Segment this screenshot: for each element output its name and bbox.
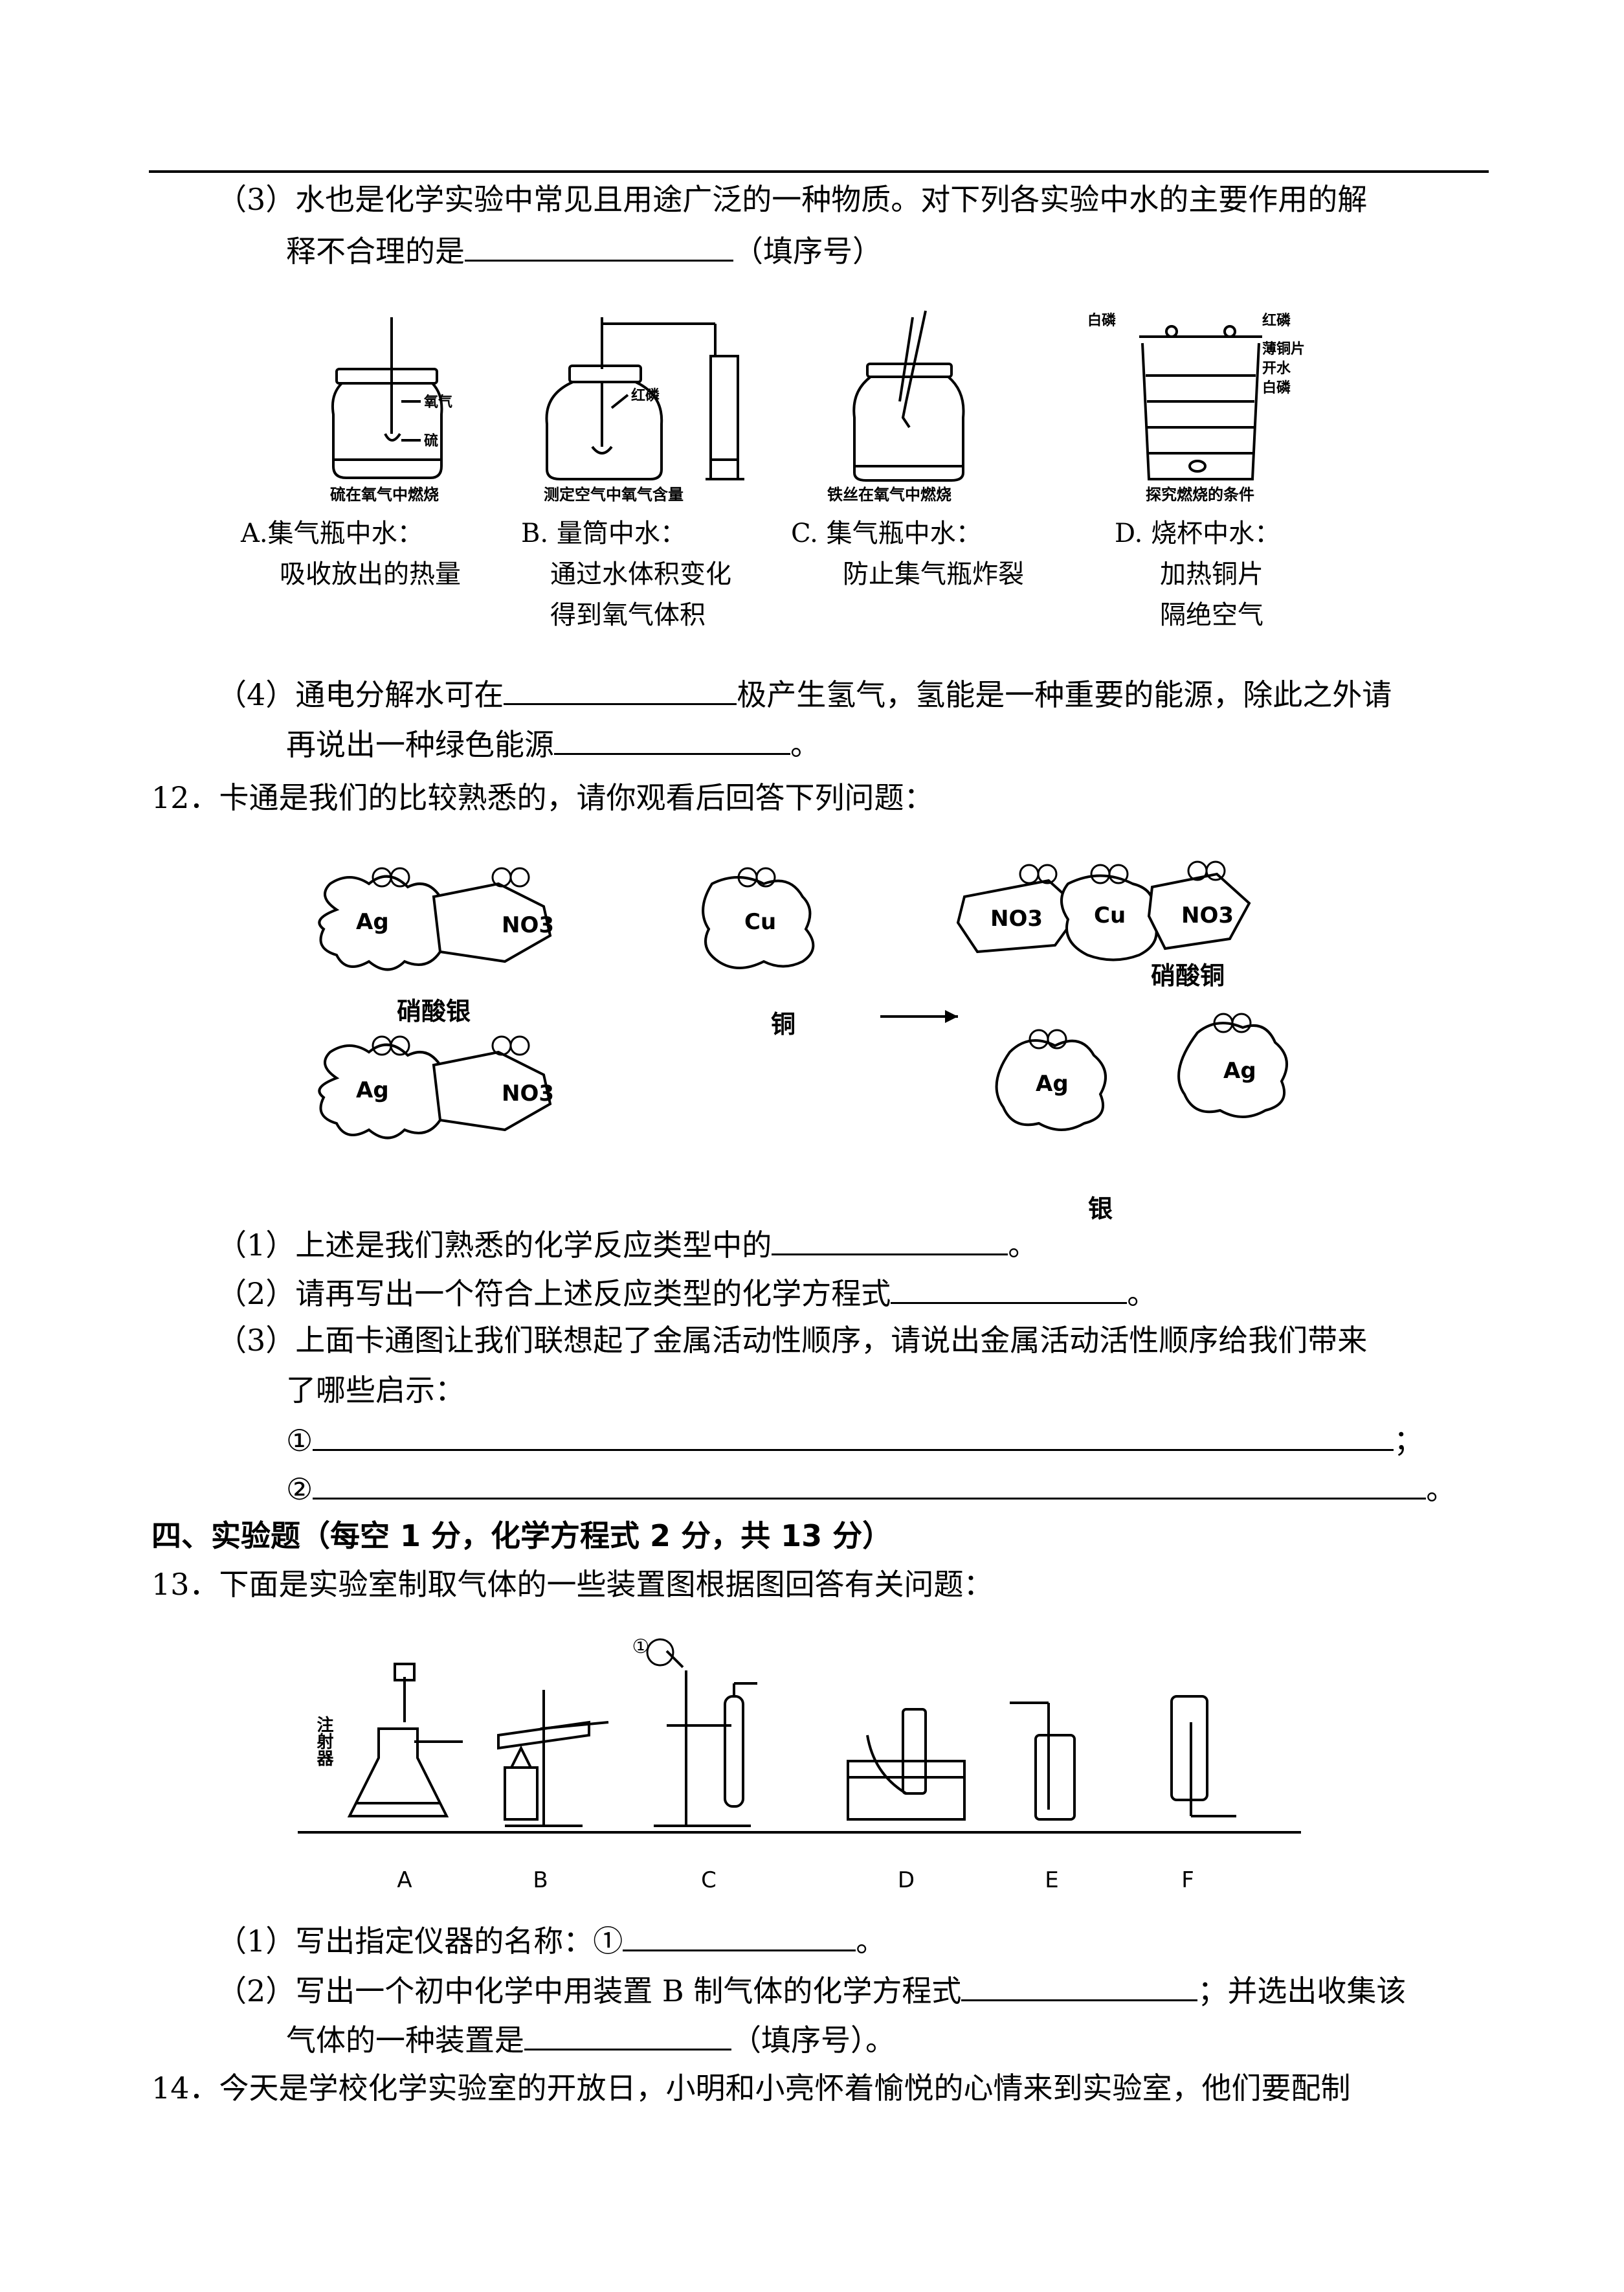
cartoon-ag-3 — [995, 1039, 1107, 1131]
label-cu2: Cu — [1094, 903, 1126, 928]
q13-p1: （1）写出指定仪器的名称：①。 — [217, 1920, 885, 1961]
cartoon-cu — [702, 876, 815, 969]
label-a: A — [397, 1867, 412, 1893]
label-no3-3: NO3 — [990, 906, 1043, 932]
option-d-line1: D. 烧杯中水： — [1115, 519, 1281, 548]
apparatus-e — [1010, 1702, 1076, 1821]
apparatus-b — [497, 1690, 609, 1827]
q14-stem: 14．今天是学校化学实验室的开放日，小明和小亮怀着愉悦的心情来到实验室，他们要配… — [151, 2071, 1351, 2106]
cartoon-no3-right — [1147, 872, 1251, 950]
option-b-line1: B. 量筒中水： — [521, 519, 686, 548]
option-b-line3: 得到氧气体积 — [550, 600, 706, 630]
apparatus-a — [347, 1663, 463, 1817]
figure-d-combustion — [1139, 325, 1262, 480]
q12-p1: （1）上述是我们熟悉的化学反应类型中的。 — [217, 1224, 1038, 1264]
answer-blank[interactable] — [313, 1468, 1427, 1500]
label-no3-4: NO3 — [1181, 903, 1234, 928]
q11-3-line1: （3）水也是化学实验中常见且用途广泛的一种物质。对下列各实验中水的主要作用的解 — [217, 182, 1368, 217]
label-hot-water: 开水 — [1262, 361, 1291, 377]
answer-blank[interactable] — [465, 230, 733, 262]
label-copper-sheet: 薄铜片 — [1262, 341, 1305, 357]
q12-p3-line1: （3）上面卡通图让我们联想起了金属活动性顺序，请说出金属活动活性顺序给我们带来 — [217, 1323, 1368, 1358]
label-f: F — [1181, 1867, 1194, 1893]
q12-p3-item1: ①； — [286, 1419, 1423, 1460]
option-a-line2: 吸收放出的热量 — [280, 559, 461, 589]
label-ag-4: Ag — [1223, 1058, 1256, 1084]
option-c-line2: 防止集气瓶炸裂 — [843, 559, 1024, 589]
label-white-phosphorus: 白磷 — [1087, 312, 1116, 329]
gas-apparatus-figure: ① 注射器 A B C D E F — [298, 1638, 1301, 1893]
label-copper: 铜 — [771, 1010, 795, 1039]
reaction-arrowhead — [945, 1010, 958, 1023]
answer-blank[interactable] — [524, 2019, 731, 2050]
figure-b-oxygen-measure — [545, 317, 744, 480]
caption-b: 测定空气中氧气含量 — [544, 486, 684, 504]
label-silver: 银 — [1088, 1195, 1113, 1223]
label-copper-nitrate: 硝酸铜 — [1151, 961, 1225, 990]
answer-blank[interactable] — [313, 1419, 1394, 1451]
apparatus-d — [847, 1708, 966, 1821]
apparatus-f — [1170, 1695, 1236, 1817]
label-e: E — [1045, 1867, 1058, 1893]
cartoon-no3-left — [956, 879, 1083, 954]
q13-p2: （2）写出一个初中化学中用装置 B 制气体的化学方程式；并选出收集该 — [217, 1970, 1406, 2010]
label-sulfur: 硫 — [424, 433, 438, 449]
figure-a-sulfur-jar — [331, 317, 443, 479]
label-oxygen: 氧气 — [423, 394, 452, 410]
q12-p3-item2: ②。 — [286, 1468, 1456, 1509]
label-no3-2: NO3 — [502, 1081, 554, 1107]
caption-d: 探究燃烧的条件 — [1146, 486, 1254, 504]
q12-stem: 12．卡通是我们的比较熟悉的，请你观看后回答下列问题： — [151, 780, 934, 815]
option-d-line3: 隔绝空气 — [1160, 600, 1263, 630]
label-ag-2: Ag — [356, 1077, 389, 1103]
answer-blank[interactable] — [504, 673, 737, 705]
label-b: B — [533, 1867, 548, 1893]
option-a-line1: A.集气瓶中水： — [241, 519, 423, 548]
q13-p2-line2: 气体的一种装置是（填序号）。 — [286, 2019, 895, 2060]
marker-label: ① — [632, 1638, 650, 1658]
label-cu: Cu — [744, 909, 776, 935]
label-no3-1: NO3 — [502, 912, 554, 938]
q11-3-line2: 释不合理的是（填序号） — [286, 230, 882, 271]
q11-4-line2: 再说出一种绿色能源。 — [286, 723, 820, 764]
option-b-line2: 通过水体积变化 — [550, 559, 731, 589]
cartoon-reaction-figure: Ag NO3 Ag NO3 Cu NO3 Cu NO3 Ag Ag 硝酸银 铜 … — [318, 860, 1288, 1223]
label-silver-nitrate: 硝酸银 — [397, 997, 471, 1026]
answer-blank[interactable] — [891, 1272, 1128, 1304]
q12-p2: （2）请再写出一个符合上述反应类型的化学方程式。 — [217, 1272, 1157, 1313]
label-ag-1: Ag — [356, 909, 389, 935]
section4-title: 四、实验题（每空 1 分，化学方程式 2 分，共 13 分） — [151, 1518, 893, 1553]
header-rule — [149, 170, 1489, 173]
water-experiments-figure: 氧气 硫 硫在氧气中燃烧 红磷 测定空气中氧气含量 铁丝在氧气中燃烧 — [330, 310, 1305, 504]
label-white-phosphorus-2: 白磷 — [1262, 379, 1291, 396]
cartoon-cu2 — [1060, 874, 1158, 961]
syringe-label: 注射器 — [314, 1715, 334, 1766]
option-d-line2: 加热铜片 — [1160, 559, 1263, 589]
answer-blank[interactable] — [772, 1224, 1008, 1255]
figure-c-iron-wire — [852, 310, 965, 482]
cartoon-no3-2 — [432, 1050, 552, 1132]
q13-stem: 13．下面是实验室制取气体的一些装置图根据图回答有关问题： — [151, 1567, 994, 1602]
label-red-phosphorus-d: 红磷 — [1262, 312, 1291, 329]
cartoon-ag-4 — [1177, 1022, 1288, 1118]
answer-blank[interactable] — [961, 1970, 1198, 2001]
label-d: D — [898, 1867, 915, 1893]
cartoon-no3-1 — [432, 882, 552, 963]
answer-blank[interactable] — [554, 723, 790, 755]
caption-a: 硫在氧气中燃烧 — [330, 486, 439, 504]
label-ag-3: Ag — [1036, 1071, 1069, 1097]
answer-blank[interactable] — [623, 1920, 856, 1951]
option-c-line1: C. 集气瓶中水： — [791, 519, 982, 548]
q12-p3-line2: 了哪些启示： — [286, 1373, 465, 1408]
apparatus-c — [654, 1650, 757, 1827]
q11-4-line1: （4）通电分解水可在极产生氢气，氢能是一种重要的能源，除此之外请 — [217, 673, 1392, 714]
marker-circle — [646, 1638, 674, 1667]
label-c: C — [701, 1867, 717, 1893]
label-red-phosphorus: 红磷 — [631, 387, 660, 404]
caption-c: 铁丝在氧气中燃烧 — [827, 486, 951, 504]
